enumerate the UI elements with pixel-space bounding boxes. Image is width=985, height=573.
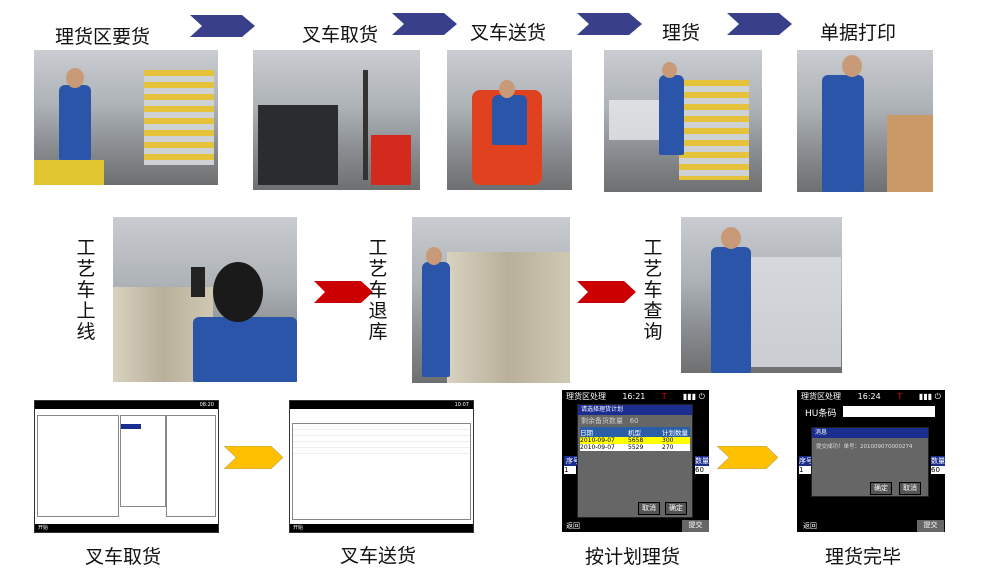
arrow-right-icon [314, 281, 373, 303]
cell: 2010-09-07 [580, 437, 615, 444]
step-label-request: 理货区要货 [55, 26, 151, 48]
phone-time: 16:24 [857, 392, 881, 401]
start-button[interactable]: 开始 [293, 525, 304, 531]
photo-cart-online [113, 217, 297, 382]
qty-header: 数量 [695, 456, 709, 466]
hu-label: HU条码 [805, 409, 837, 419]
dialog-title: 消息 [812, 428, 928, 438]
screen-forklift-deliver: 10:07 开始 [289, 400, 474, 533]
cell: 2010-09-07 [580, 444, 615, 451]
step-label-print: 单据打印 [820, 22, 897, 44]
phone-title: 理货区处理 [801, 392, 841, 401]
arrow-right-icon [392, 13, 457, 35]
step-label-cart-query: 工艺车查询 [643, 237, 663, 343]
screen-forklift-pick: 08:20 开始 [34, 400, 219, 533]
remaining-label: 剩余备货数量 [581, 417, 623, 425]
step-label-sort: 理货 [662, 22, 701, 44]
hu-input[interactable] [843, 406, 935, 417]
message-dialog: 消息 提交成功！单号：201009070000274 确定 取消 [811, 427, 929, 497]
battery-icon: ▮▮▮ ⏻ [682, 392, 705, 401]
step-label-cart-online: 工艺车上线 [76, 237, 96, 343]
photo-forklift-deliver [447, 50, 572, 190]
phone-title: 理货区处理 [566, 392, 606, 401]
seq-value: 1 [799, 466, 811, 474]
cancel-button[interactable]: 取消 [899, 482, 921, 495]
battery-icon: ▮▮▮ ⏻ [918, 392, 941, 401]
cell: 300 [662, 437, 674, 444]
dialog-title: 请选择理货计划 [578, 405, 692, 415]
back-button[interactable]: 返回 [803, 522, 817, 530]
col-plan-qty: 计划数量 [662, 429, 688, 437]
step-label-forklift-pick: 叉车取货 [302, 24, 379, 46]
step-label-forklift-pick-2: 叉车取货 [85, 546, 162, 568]
phone-time: 16:21 [622, 392, 646, 401]
photo-request [34, 50, 218, 185]
arrow-right-icon [727, 13, 792, 35]
arrow-right-icon [224, 446, 284, 469]
qty-value: 60 [695, 466, 709, 474]
step-label-plan-sort: 按计划理货 [585, 546, 681, 568]
cell: 270 [662, 444, 674, 451]
qty-header: 数量 [931, 456, 945, 466]
cancel-button[interactable]: 取消 [638, 502, 660, 515]
back-button[interactable]: 返回 [566, 522, 580, 530]
screen-time: 08:20 [35, 401, 218, 409]
table-row[interactable]: 2010-09-07 5658 300 [580, 437, 690, 444]
screen-time: 10:07 [290, 401, 473, 409]
submit-button[interactable]: 提交 [682, 520, 709, 532]
arrow-right-icon [577, 13, 642, 35]
step-label-cart-return: 工艺车退库 [368, 237, 388, 343]
arrow-right-icon [577, 281, 636, 303]
step-label-forklift-deliver-2: 叉车送货 [340, 545, 417, 567]
submit-button[interactable]: 提交 [917, 520, 944, 532]
start-button[interactable]: 开始 [38, 525, 49, 531]
remaining-value: 60 [629, 417, 639, 425]
col-model: 机型 [628, 429, 641, 437]
plan-dialog: 请选择理货计划 剩余备货数量 60 日期 机型 计划数量 2010-09-07 565… [577, 404, 693, 518]
qty-value: 60 [931, 466, 945, 474]
step-label-forklift-deliver: 叉车送货 [470, 22, 547, 44]
col-date: 日期 [580, 429, 593, 437]
photo-forklift-pick [253, 50, 420, 190]
photo-cart-query [681, 217, 842, 373]
cell: 5658 [628, 437, 644, 444]
photo-print [797, 50, 933, 192]
ok-button[interactable]: 确定 [870, 482, 892, 495]
cell: 5529 [628, 444, 644, 451]
seq-header: 序号 [564, 456, 582, 466]
arrow-right-icon [190, 15, 255, 37]
seq-header: 序号 [799, 456, 813, 466]
table-row[interactable]: 2010-09-07 5529 270 [580, 444, 690, 451]
seq-value: 1 [564, 466, 576, 474]
ok-button[interactable]: 确定 [665, 502, 687, 515]
step-label-sort-done: 理货完毕 [825, 546, 902, 568]
photo-cart-return [412, 217, 570, 383]
photo-sort [604, 50, 762, 192]
arrow-right-icon [717, 446, 779, 469]
dialog-message: 提交成功！单号：201009070000274 [816, 444, 913, 450]
